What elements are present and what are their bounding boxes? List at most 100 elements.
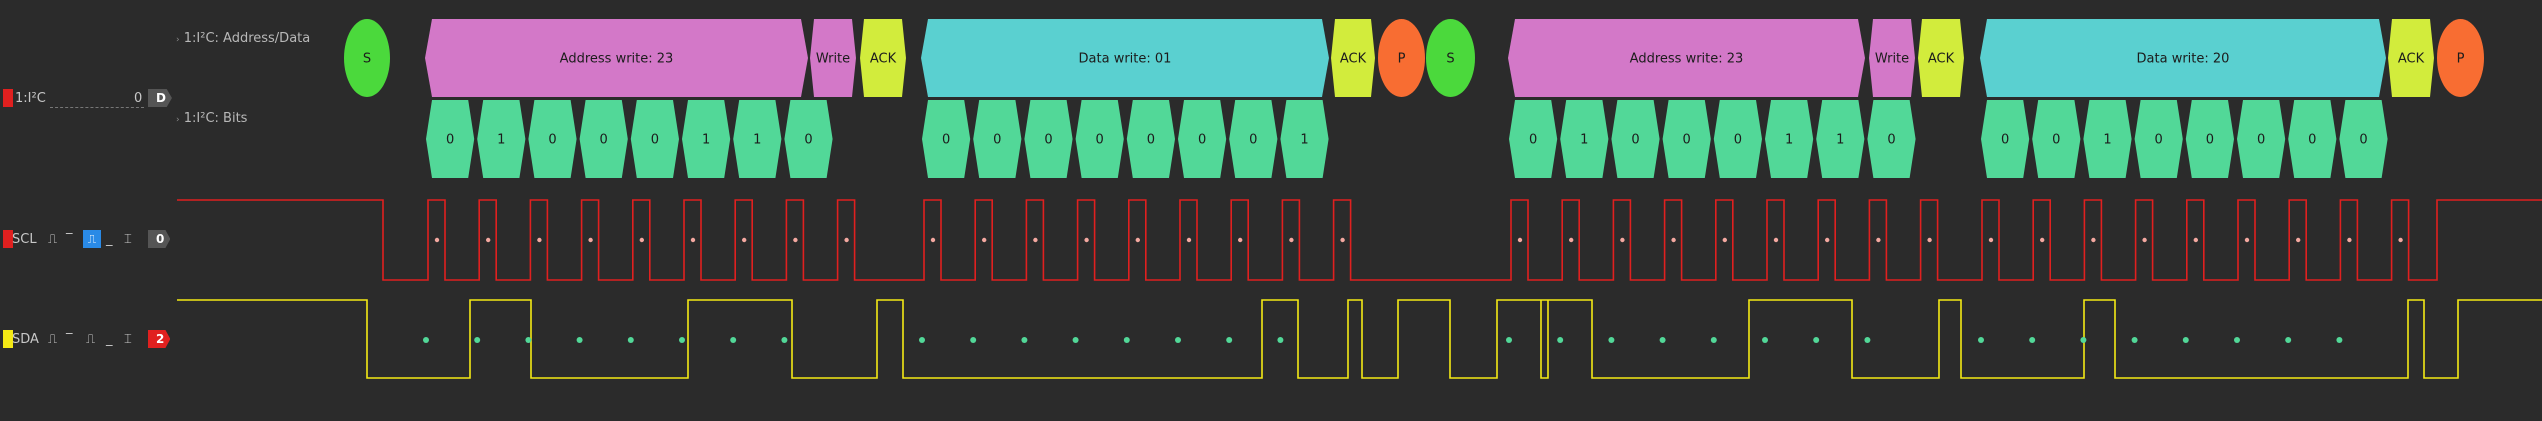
scl-badge[interactable]: 0	[148, 230, 171, 248]
trigger-rising-icon[interactable]: ⎍	[48, 332, 58, 347]
annotation-text: Write	[816, 52, 850, 67]
annotation-data[interactable]	[1980, 19, 2386, 97]
annotation-bit[interactable]	[477, 100, 526, 178]
trigger-high-icon[interactable]: ‾	[66, 332, 73, 347]
annotation-bit[interactable]	[1867, 100, 1916, 178]
annotation-bit[interactable]	[1280, 100, 1329, 178]
annotation-rw[interactable]	[810, 19, 856, 97]
annotation-bit[interactable]	[1126, 100, 1175, 178]
annotation-ack[interactable]	[1918, 19, 1964, 97]
sda-sample-point	[2029, 337, 2036, 343]
expand-arrow-icon[interactable]: ›	[176, 35, 180, 45]
annotation-bit[interactable]	[733, 100, 782, 178]
bit-value: 0	[993, 133, 1001, 148]
scl-sample-point	[1186, 237, 1192, 243]
annotation-bit[interactable]	[1178, 100, 1227, 178]
scl-sample-point	[1825, 237, 1830, 243]
scl-sample-point	[2040, 237, 2045, 243]
annotation-bit[interactable]	[1662, 100, 1711, 178]
annotation-bit[interactable]	[2288, 100, 2337, 178]
trigger-any-edge-icon[interactable]: ⌶	[124, 232, 132, 247]
trigger-low-icon[interactable]: _	[106, 332, 113, 347]
sda-sample-point	[627, 337, 634, 343]
bit-value: 0	[2052, 133, 2060, 148]
sda-sample-point	[1813, 337, 1820, 343]
annotation-ack[interactable]	[1331, 19, 1375, 97]
channel-color-swatch[interactable]	[3, 330, 13, 348]
annotation-address[interactable]	[425, 19, 808, 97]
trigger-low-icon[interactable]: _	[106, 232, 113, 247]
scl-sample-point	[982, 237, 987, 243]
sda-sample-point	[1506, 337, 1512, 343]
scl-sample-point	[588, 237, 593, 243]
annotation-start[interactable]	[1426, 19, 1475, 97]
annotation-bit[interactable]	[426, 100, 475, 178]
sda-sample-point	[2234, 337, 2240, 343]
scl-sample-point	[793, 237, 798, 243]
channel-color-swatch[interactable]	[3, 230, 13, 248]
scl-sample-point	[930, 237, 936, 243]
annotation-bit[interactable]	[1509, 100, 1558, 178]
scl-trace[interactable]	[177, 199, 2542, 281]
bit-value: 1	[753, 133, 761, 148]
annotation-start[interactable]	[344, 19, 390, 97]
bit-value: 0	[2155, 133, 2163, 148]
annotation-ack[interactable]	[860, 19, 906, 97]
annotation-bit[interactable]	[2083, 100, 2132, 178]
bit-value: 0	[1631, 133, 1639, 148]
annotation-bit[interactable]	[528, 100, 577, 178]
annotation-bit[interactable]	[2237, 100, 2286, 178]
annotation-address[interactable]	[1508, 19, 1865, 97]
trigger-any-edge-icon[interactable]: ⌶	[124, 332, 132, 347]
annotation-data[interactable]	[921, 19, 1329, 97]
annotation-bit[interactable]	[1075, 100, 1124, 178]
annotation-stop[interactable]	[2437, 19, 2484, 97]
annotation-bit[interactable]	[1713, 100, 1762, 178]
annotation-bit[interactable]	[1229, 100, 1278, 178]
sda-sample-point	[1226, 337, 1233, 343]
annotation-bit[interactable]	[1765, 100, 1814, 178]
annotation-rw[interactable]	[1869, 19, 1915, 97]
annotation-bit[interactable]	[1611, 100, 1660, 178]
sda-badge[interactable]: 2	[148, 330, 171, 348]
annotation-ack[interactable]	[2388, 19, 2434, 97]
bit-value: 0	[1683, 133, 1691, 148]
annotation-bit[interactable]	[579, 100, 628, 178]
scl-sample-point	[690, 237, 696, 243]
annotation-bit[interactable]	[973, 100, 1022, 178]
channel-color-swatch[interactable]	[3, 89, 13, 107]
annotation-bit[interactable]	[682, 100, 731, 178]
scl-sample-point	[1340, 237, 1345, 243]
sda-sample-point	[1557, 337, 1564, 343]
annotation-bit[interactable]	[2134, 100, 2183, 178]
annotation-bit[interactable]	[1816, 100, 1865, 178]
bit-value: 0	[942, 133, 950, 148]
annotation-bit[interactable]	[784, 100, 833, 178]
annotation-bit[interactable]	[630, 100, 679, 178]
trigger-falling-icon[interactable]: ⎍	[86, 332, 96, 347]
annotation-bit[interactable]	[2185, 100, 2234, 178]
decoder-badge[interactable]: D	[148, 89, 172, 107]
expand-arrow-icon[interactable]: ›	[176, 115, 180, 125]
annotation-bit[interactable]	[1024, 100, 1073, 178]
annotation-stop[interactable]	[1378, 19, 1425, 97]
sda-trace[interactable]	[177, 299, 2542, 379]
trigger-high-icon[interactable]: ‾	[66, 232, 73, 247]
annotation-bit[interactable]	[2032, 100, 2081, 178]
scl-sample-point	[1876, 237, 1881, 243]
annotation-bit[interactable]	[1560, 100, 1609, 178]
bit-value: 0	[1096, 133, 1104, 148]
trigger-rising-icon[interactable]: ⎍	[48, 232, 58, 247]
annotation-bit[interactable]	[2339, 100, 2388, 178]
annotation-bit[interactable]	[1981, 100, 2030, 178]
sda-sample-point	[1175, 337, 1181, 343]
annotation-bit[interactable]	[922, 100, 971, 178]
bit-value: 0	[651, 133, 659, 148]
annotation-text: P	[2457, 52, 2465, 67]
scl-sample-point	[1569, 237, 1574, 243]
bit-value: 0	[1734, 133, 1742, 148]
bit-value: 0	[2359, 133, 2367, 148]
trigger-falling-icon[interactable]: ⎍	[83, 230, 101, 248]
sda-sample-point	[1072, 337, 1079, 343]
